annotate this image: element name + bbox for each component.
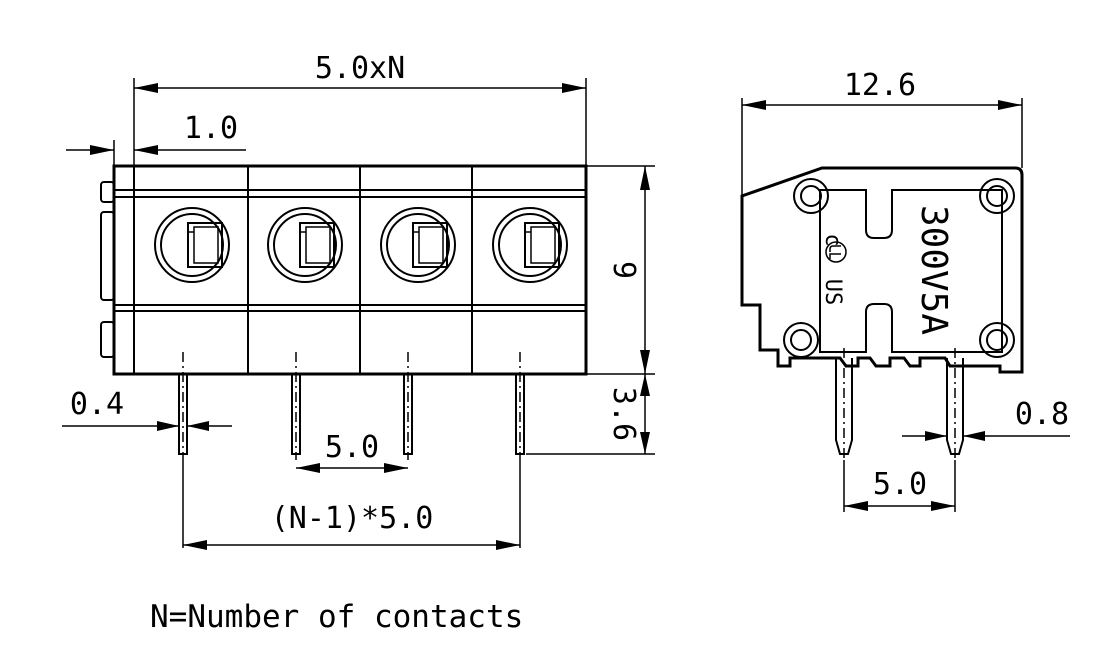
dim-pitch-side: 5.0 xyxy=(873,467,927,502)
screw-hole-2 xyxy=(267,207,343,283)
dim-height: 9 xyxy=(606,261,641,279)
screw-hole-1 xyxy=(154,207,230,283)
dim-pin-width-side: 0.8 xyxy=(1015,397,1069,432)
left-tab-middle xyxy=(100,211,115,301)
cert-c: c xyxy=(820,233,845,246)
dim-pin-width-front: 0.4 xyxy=(70,387,124,422)
dim-offset: 1.0 xyxy=(184,111,238,146)
left-tab-top xyxy=(100,181,115,203)
label-plate xyxy=(819,189,1003,353)
ul-logo-icon xyxy=(825,241,847,263)
side-pins xyxy=(835,348,964,460)
screw-hole-4 xyxy=(492,207,568,283)
cert-us: US xyxy=(820,279,845,306)
side-body-outline xyxy=(740,166,1024,374)
dim-pitch-front: 5.0 xyxy=(325,430,379,465)
dim-pin-span: (N-1)*5.0 xyxy=(271,501,434,536)
cert-mark: c US xyxy=(820,233,847,306)
dim-total-width: 5.0xN xyxy=(315,51,405,86)
corner-screw-tr xyxy=(979,178,1015,214)
dim-depth: 12.6 xyxy=(844,68,916,103)
screw-hole-3 xyxy=(380,207,456,283)
side-view: 300V5A c US xyxy=(740,68,1070,512)
front-pins xyxy=(178,352,525,460)
corner-screw-bl xyxy=(783,322,819,358)
dim-pin-length: 3.6 xyxy=(606,387,641,441)
rating-label: 300V5A xyxy=(913,205,954,335)
corner-screw-tl xyxy=(793,178,829,214)
left-tab-bottom xyxy=(100,321,115,358)
corner-screw-br xyxy=(979,322,1015,358)
footnote: N=Number of contacts xyxy=(150,599,523,635)
front-view: 5.0xN 1.0 9 3.6 0.4 5.0 (N-1)*5.0 xyxy=(62,51,655,550)
